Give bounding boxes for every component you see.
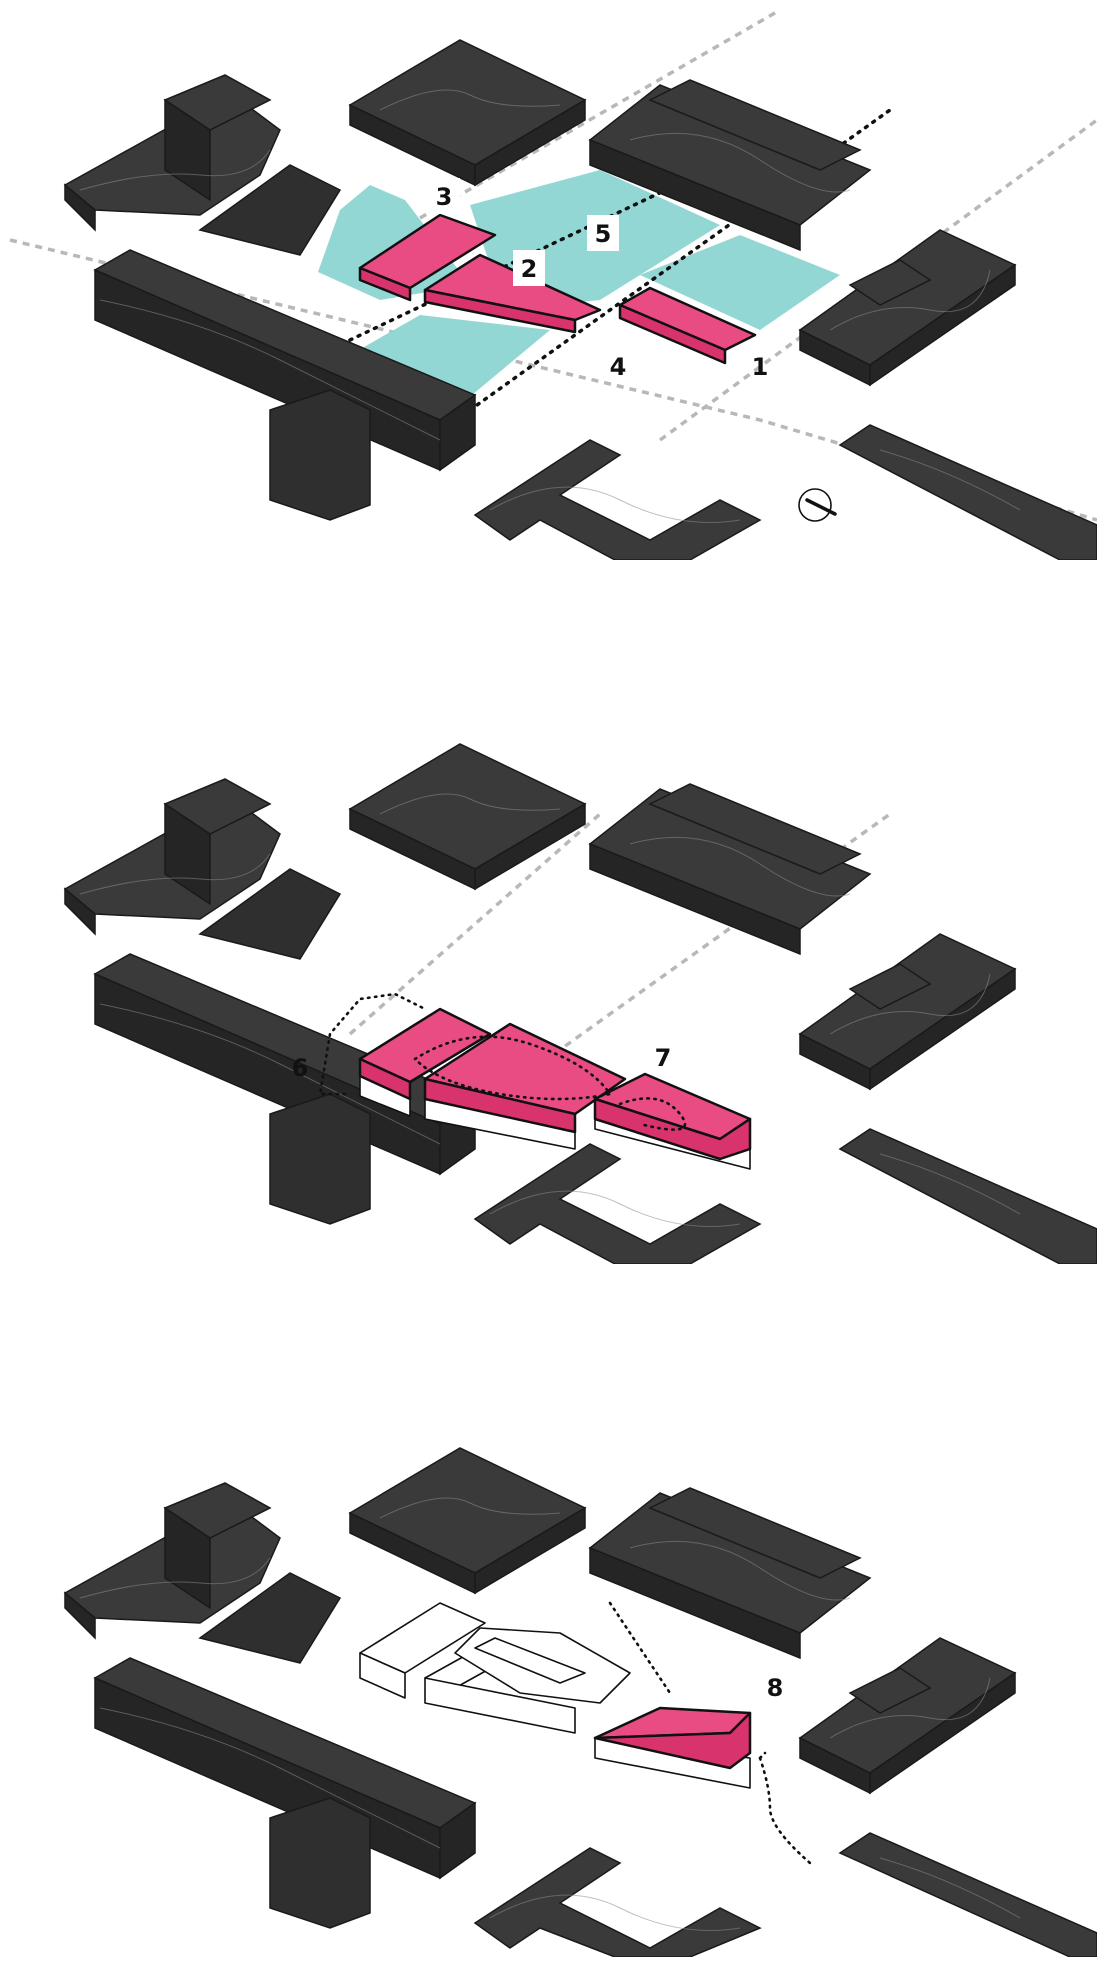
building-south-h [475, 1848, 760, 1957]
diagram-panel-1: 3 2 5 4 1 [0, 0, 1097, 560]
building-north-square [350, 744, 585, 889]
label-4-text: 4 [610, 353, 627, 381]
diagram-panel-3: 8 [0, 1408, 1097, 1968]
building-north-square [350, 1448, 585, 1593]
building-south-west-long [95, 1658, 475, 1928]
diagram-panel-2: 6 7 [0, 704, 1097, 1264]
north-arrow-icon [799, 489, 835, 521]
building-west-tower [65, 1483, 340, 1663]
building-east-block [800, 230, 1015, 385]
label-3: 3 [428, 178, 460, 214]
building-south-east-strip [840, 425, 1097, 560]
panel-2-svg: 6 7 [0, 704, 1097, 1264]
label-5-text: 5 [595, 220, 612, 248]
building-south-east-strip [840, 1129, 1097, 1264]
building-west-tower [65, 779, 340, 959]
building-west-tower [65, 75, 340, 255]
building-south-east-strip [840, 1833, 1097, 1957]
label-3-text: 3 [436, 183, 453, 211]
panel-1-svg: 3 2 5 4 1 [0, 0, 1097, 560]
label-2: 2 [513, 250, 545, 286]
building-north-east-slab [590, 784, 870, 954]
label-5: 5 [587, 215, 619, 251]
building-south-h [475, 440, 760, 560]
label-2-text: 2 [521, 255, 538, 283]
building-north-square [350, 40, 585, 185]
building-east-block [800, 1638, 1015, 1793]
building-north-east-slab [590, 1488, 870, 1658]
building-south-west-long [95, 954, 475, 1224]
label-7-text: 7 [655, 1044, 672, 1072]
label-8-text: 8 [767, 1674, 784, 1702]
panel-3-svg: 8 [0, 1408, 1097, 1957]
label-6-text: 6 [292, 1054, 309, 1082]
building-east-block [800, 934, 1015, 1089]
label-1-text: 1 [752, 353, 769, 381]
building-south-h [475, 1144, 760, 1264]
